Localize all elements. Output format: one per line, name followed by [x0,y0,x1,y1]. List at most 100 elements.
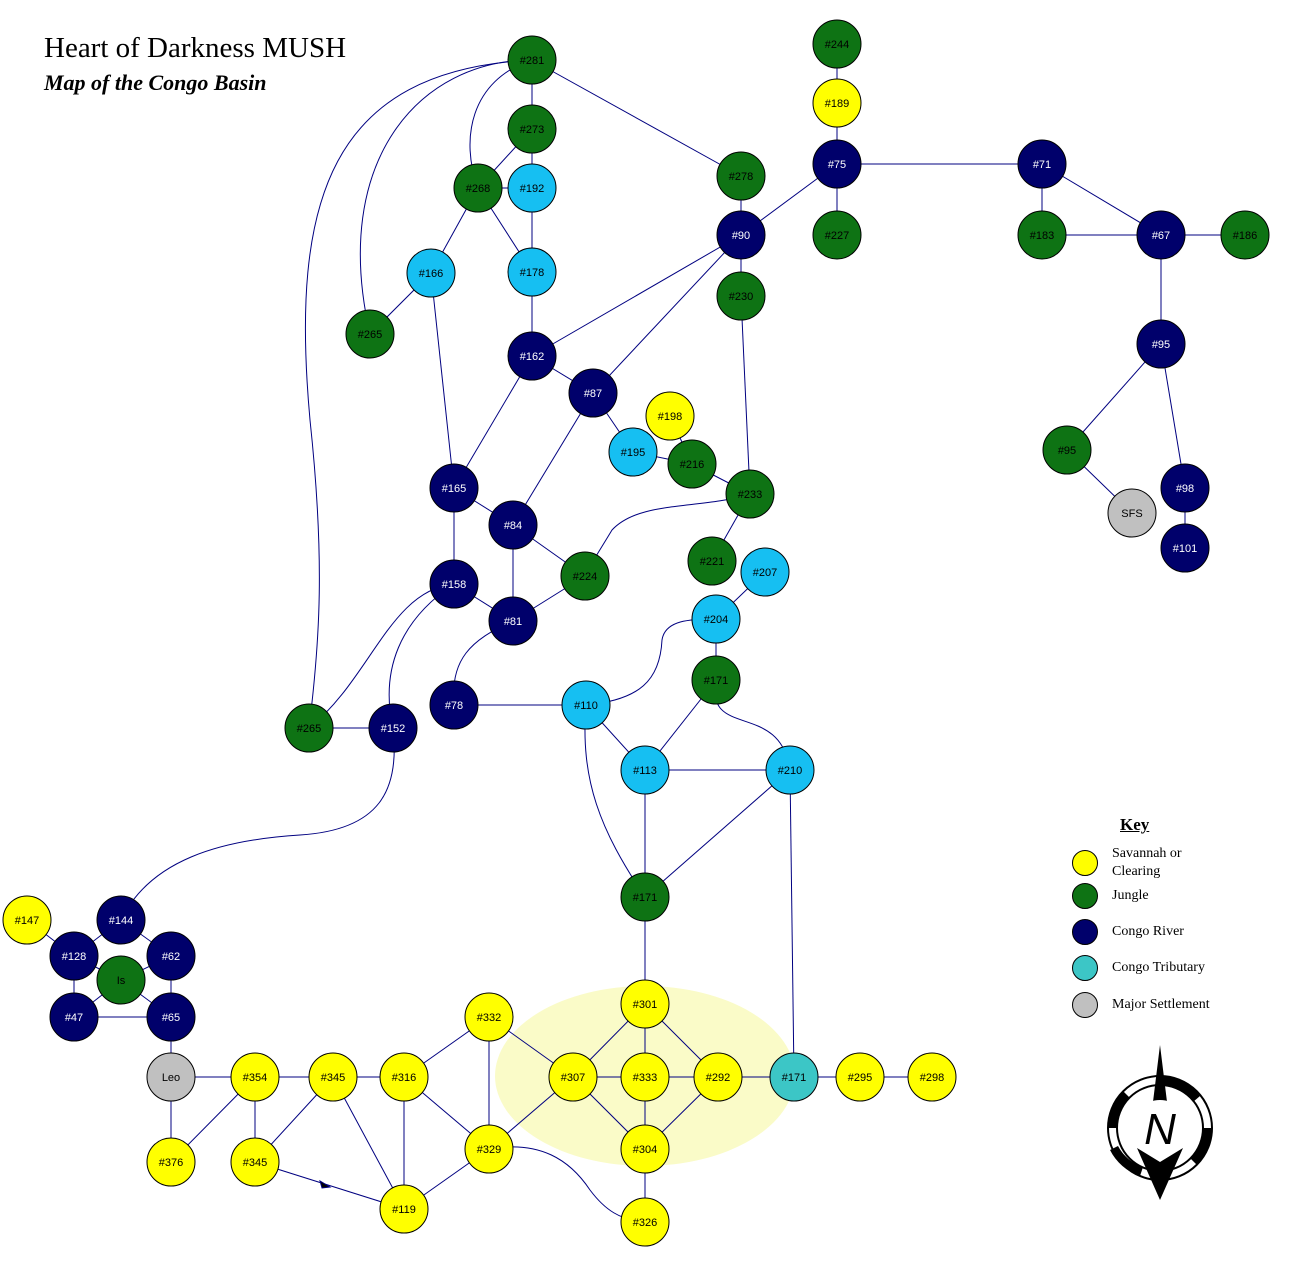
map-node-n165[interactable]: #165 [429,463,479,513]
map-node-n301[interactable]: #301 [620,979,670,1029]
node-circle [608,427,658,477]
map-node-n87[interactable]: #87 [568,368,618,418]
legend-item-settlement: Major Settlement [1072,992,1222,1018]
map-node-n216[interactable]: #216 [667,439,717,489]
map-node-n333[interactable]: #333 [620,1052,670,1102]
node-label: #210 [778,765,802,777]
map-node-nIs[interactable]: Is [96,955,146,1005]
legend-label: Savannah or Clearing [1112,846,1182,879]
map-node-n67[interactable]: #67 [1136,210,1186,260]
map-node-n204[interactable]: #204 [691,594,741,644]
map-node-n292[interactable]: #292 [693,1052,743,1102]
map-node-n98[interactable]: #98 [1160,463,1210,513]
node-label: #171 [633,892,657,904]
node-circle [620,1197,670,1247]
node-label: #113 [633,765,657,777]
map-node-n281[interactable]: #281 [507,35,557,85]
map-node-n332[interactable]: #332 [464,992,514,1042]
node-label: #152 [381,723,405,735]
node-circle [146,1137,196,1187]
map-node-n316[interactable]: #316 [379,1052,429,1102]
map-node-n183[interactable]: #183 [1017,210,1067,260]
map-node-n84[interactable]: #84 [488,500,538,550]
map-node-n144[interactable]: #144 [96,895,146,945]
map-node-nLeo[interactable]: Leo [146,1052,196,1102]
map-node-n166[interactable]: #166 [406,248,456,298]
legend-title: Key [1120,815,1150,834]
map-node-n90[interactable]: #90 [716,210,766,260]
node-circle [548,1052,598,1102]
map-node-n210[interactable]: #210 [765,745,815,795]
map-node-n345b[interactable]: #345 [230,1137,280,1187]
map-node-n110[interactable]: #110 [561,680,611,730]
map-node-n298[interactable]: #298 [907,1052,957,1102]
node-circle [620,979,670,1029]
map-node-n195[interactable]: #195 [608,427,658,477]
map-node-n158[interactable]: #158 [429,559,479,609]
connection-curve [584,704,646,898]
map-node-n307[interactable]: #307 [548,1052,598,1102]
map-node-n207[interactable]: #207 [740,547,790,597]
node-circle [561,680,611,730]
map-node-n47[interactable]: #47 [49,992,99,1042]
map-node-n78[interactable]: #78 [429,680,479,730]
map-node-n326[interactable]: #326 [620,1197,670,1247]
map-node-n295[interactable]: #295 [835,1052,885,1102]
node-circle [488,596,538,646]
node-circle [667,439,717,489]
map-node-n268[interactable]: #268 [453,163,503,213]
map-node-n186[interactable]: #186 [1220,210,1270,260]
node-circle [765,745,815,795]
node-label: #95 [1152,339,1170,351]
map-node-n95a[interactable]: #95 [1136,319,1186,369]
map-node-n221[interactable]: #221 [687,536,737,586]
map-node-n171a[interactable]: #171 [691,655,741,705]
node-circle [488,500,538,550]
node-label: #144 [109,915,133,927]
map-node-n101[interactable]: #101 [1160,523,1210,573]
map-node-n189[interactable]: #189 [812,78,862,128]
map-node-n81[interactable]: #81 [488,596,538,646]
map-node-n62[interactable]: #62 [146,931,196,981]
node-label: #101 [1173,543,1197,555]
map-node-n354[interactable]: #354 [230,1052,280,1102]
map-node-n75[interactable]: #75 [812,139,862,189]
map-node-n171b[interactable]: #171 [620,872,670,922]
map-node-n278[interactable]: #278 [716,151,766,201]
map-node-n95b[interactable]: #95 [1042,425,1092,475]
node-circle [230,1052,280,1102]
map-node-n119[interactable]: #119 [379,1184,429,1234]
node-label: #75 [828,159,846,171]
node-circle [769,1052,819,1102]
map-node-n192[interactable]: #192 [507,163,557,213]
map-node-nSFS[interactable]: SFS [1107,488,1157,538]
map-node-n376[interactable]: #376 [146,1137,196,1187]
map-node-n113[interactable]: #113 [620,745,670,795]
map-node-n224[interactable]: #224 [560,551,610,601]
compass-north-label: N [1144,1105,1176,1154]
map-node-n128[interactable]: #128 [49,931,99,981]
map-node-n171c[interactable]: #171 [769,1052,819,1102]
map-node-n147[interactable]: #147 [2,895,52,945]
map-node-n265b[interactable]: #265 [284,703,334,753]
map-node-n71[interactable]: #71 [1017,139,1067,189]
map-node-n273[interactable]: #273 [507,104,557,154]
map-node-n244[interactable]: #244 [812,19,862,69]
map-node-n345a[interactable]: #345 [308,1052,358,1102]
node-label: #304 [633,1144,657,1156]
map-node-n230[interactable]: #230 [716,271,766,321]
map-node-n233[interactable]: #233 [725,469,775,519]
node-circle [379,1184,429,1234]
map-node-n227[interactable]: #227 [812,210,862,260]
map-node-n152[interactable]: #152 [368,703,418,753]
map-node-n178[interactable]: #178 [507,247,557,297]
compass-icon: N [1107,1045,1213,1200]
node-label: #192 [520,183,544,195]
map-node-n65[interactable]: #65 [146,992,196,1042]
map-node-n329[interactable]: #329 [464,1124,514,1174]
node-circle [812,78,862,128]
map-node-n265a[interactable]: #265 [345,309,395,359]
map-node-n198[interactable]: #198 [645,391,695,441]
map-node-n162[interactable]: #162 [507,331,557,381]
map-node-n304[interactable]: #304 [620,1124,670,1174]
